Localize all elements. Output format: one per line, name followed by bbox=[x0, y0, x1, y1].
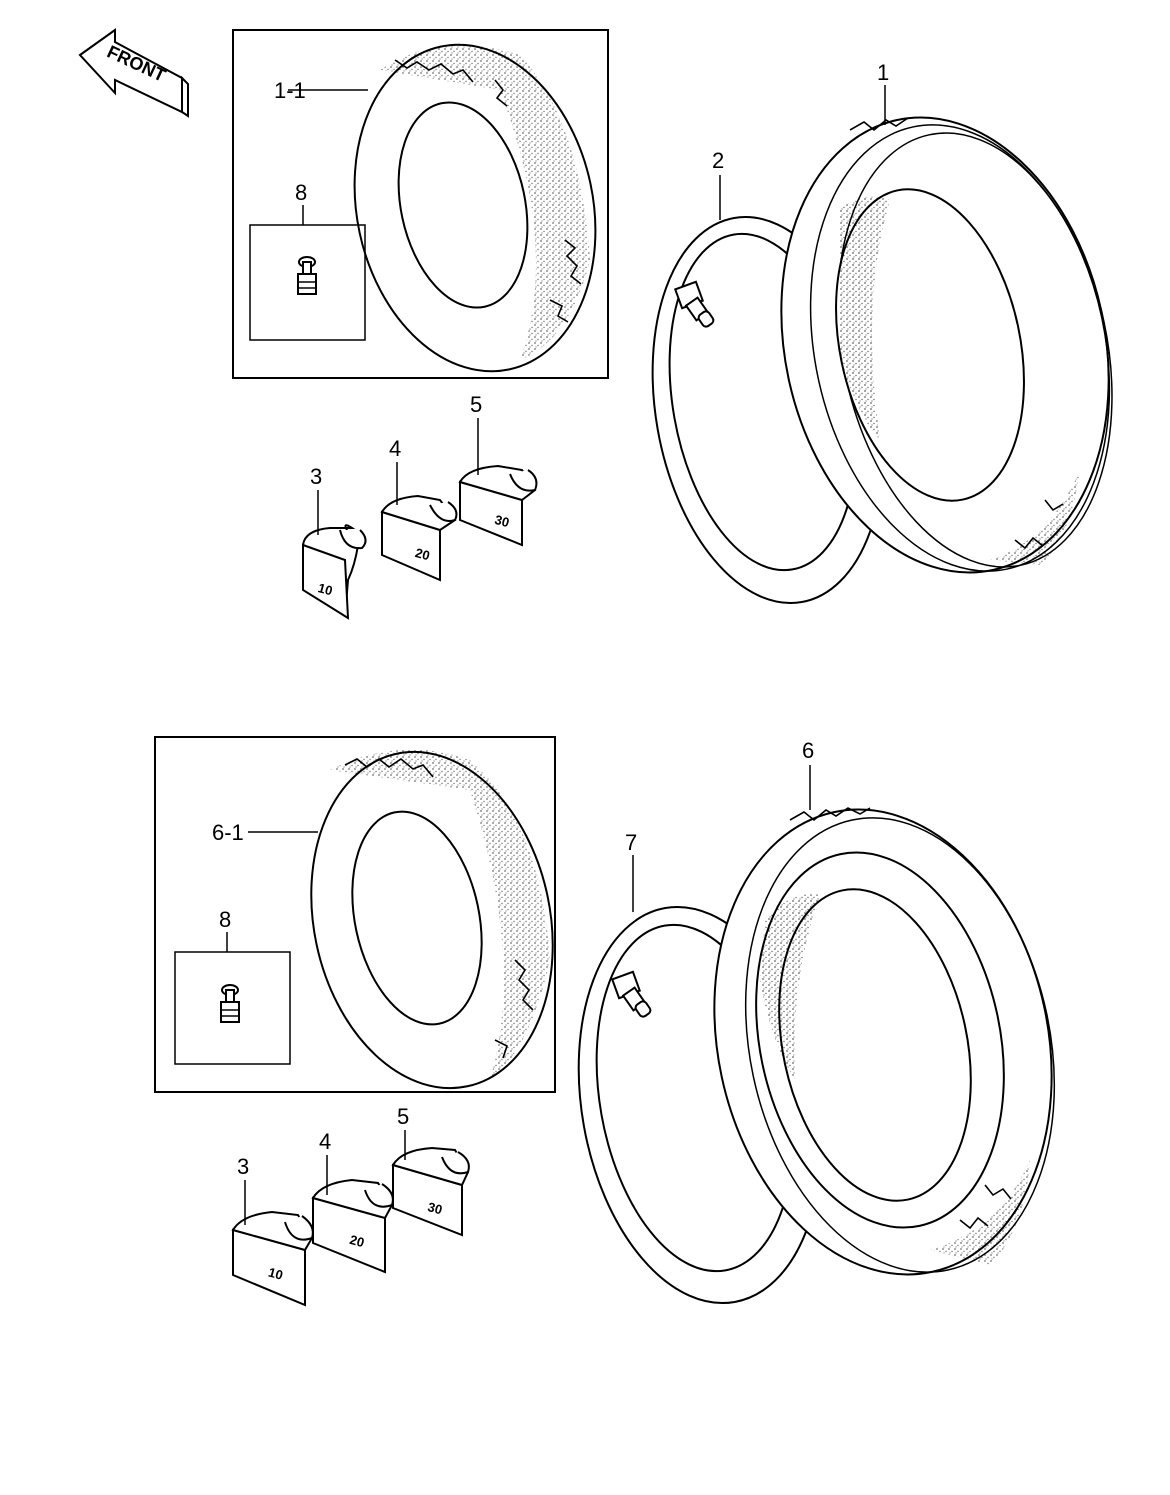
label-1-1: 1-1 bbox=[274, 78, 306, 103]
upper-tire bbox=[780, 116, 1113, 574]
upper-assembly: 1-1 8 2 bbox=[232, 29, 1113, 620]
label-8-upper: 8 bbox=[295, 180, 307, 205]
upper-optional-box bbox=[232, 29, 609, 379]
label-7: 7 bbox=[625, 830, 637, 855]
weight-label-30-lower: 30 bbox=[426, 1199, 444, 1217]
label-5-upper: 5 bbox=[470, 392, 482, 417]
weight-label-20-lower: 20 bbox=[348, 1232, 366, 1250]
label-2: 2 bbox=[712, 148, 724, 173]
label-3-upper: 3 bbox=[310, 464, 322, 489]
upper-valve-core-box bbox=[249, 224, 366, 341]
weight-label-20-upper: 20 bbox=[414, 545, 432, 563]
front-arrow: FRONT bbox=[78, 28, 189, 118]
label-6: 6 bbox=[802, 738, 814, 763]
label-6-1: 6-1 bbox=[212, 820, 244, 845]
lower-tube-valve-icon bbox=[610, 970, 652, 1018]
upper-weight-20: 20 bbox=[380, 494, 458, 582]
lower-weight-20: 20 bbox=[311, 1178, 394, 1274]
weight-label-30-upper: 30 bbox=[493, 512, 511, 530]
weight-label-10-lower: 10 bbox=[267, 1264, 285, 1282]
label-8-lower: 8 bbox=[219, 907, 231, 932]
lower-tire bbox=[713, 807, 1056, 1276]
weight-label-10-upper: 10 bbox=[316, 580, 334, 598]
upper-tube-valve-icon bbox=[673, 280, 715, 328]
lower-alt-tire bbox=[310, 749, 554, 1090]
label-4-upper: 4 bbox=[389, 436, 401, 461]
upper-weight-10: 10 bbox=[302, 524, 367, 620]
lower-weight-10: 10 bbox=[231, 1210, 314, 1307]
lower-assembly: 6-1 8 7 bbox=[154, 736, 1056, 1307]
lower-valve-core-icon bbox=[220, 984, 240, 1023]
upper-weight-30: 30 bbox=[458, 464, 538, 547]
label-1: 1 bbox=[877, 60, 889, 85]
label-4-lower: 4 bbox=[319, 1129, 331, 1154]
lower-weight-30: 30 bbox=[391, 1146, 470, 1237]
lower-optional-box bbox=[154, 736, 556, 1093]
lower-valve-core-box bbox=[174, 951, 291, 1065]
label-3-lower: 3 bbox=[237, 1154, 249, 1179]
upper-alt-tire bbox=[353, 43, 597, 373]
upper-valve-core-icon bbox=[297, 256, 317, 295]
label-5-lower: 5 bbox=[397, 1104, 409, 1129]
